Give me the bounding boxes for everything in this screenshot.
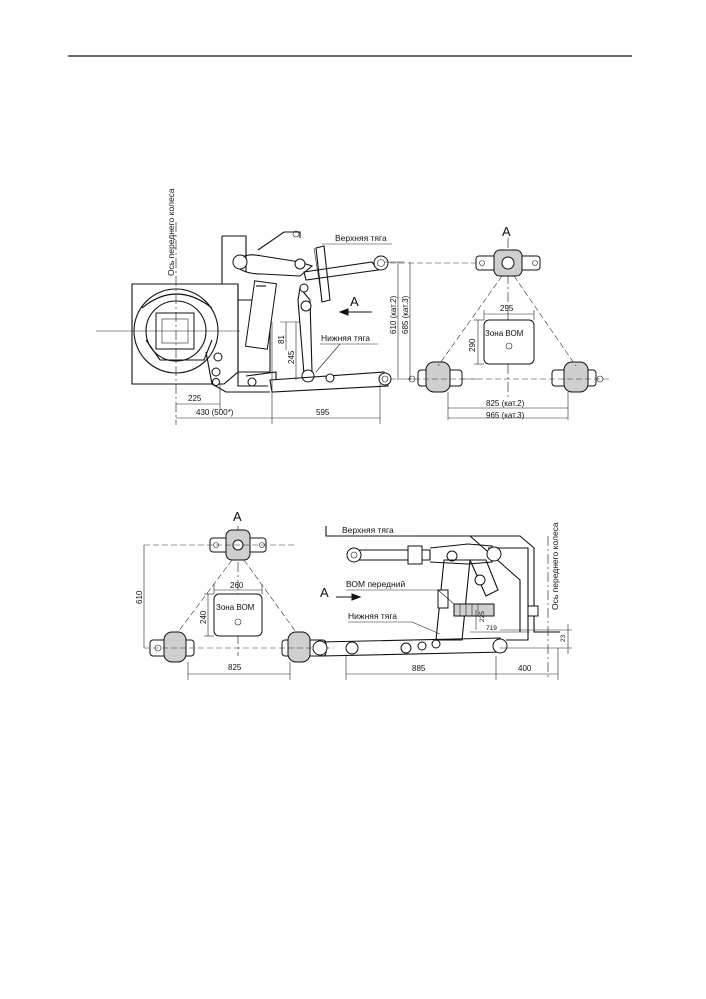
bottom-arrow-label: А: [320, 585, 329, 600]
top-dim-290: 290: [468, 338, 477, 352]
bottom-front-pto-label: ВОМ передний: [346, 579, 405, 589]
bottom-pto-zone: Зона ВОМ: [216, 603, 255, 612]
top-dim-295: 295: [500, 304, 514, 313]
top-pto-zone: Зона ВОМ: [485, 329, 524, 338]
bottom-view-a: [143, 526, 334, 680]
top-dim-245: 245: [287, 350, 296, 364]
bottom-dim-885: 885: [412, 664, 426, 673]
bottom-dim-400: 400: [518, 664, 532, 673]
bottom-wheel-axis-label: Ось переднего колеса: [550, 522, 560, 610]
bottom-dim-23: 23: [560, 634, 567, 642]
top-dim-825: 825 (кат.2): [486, 399, 525, 408]
bottom-dim-240: 240: [199, 610, 208, 624]
top-side-view: [96, 222, 480, 425]
top-view-a: [405, 238, 612, 420]
bottom-dim-225: 225: [479, 611, 486, 622]
top-dim-81: 81: [277, 335, 286, 344]
top-lower-link-label: Нижняя тяга: [321, 333, 370, 343]
top-dim-595: 595: [316, 408, 330, 417]
bottom-dim-610: 610: [135, 590, 144, 604]
bottom-dim-260: 260: [230, 581, 244, 590]
bottom-lower-link-label: Нижняя тяга: [348, 611, 397, 621]
top-dim-430: 430 (500*): [196, 408, 234, 417]
bottom-side-view: [312, 526, 572, 680]
top-view-a-label: А: [502, 224, 511, 239]
top-arrow-label: А: [350, 294, 359, 309]
top-dim-685: 685 (кат.3): [401, 295, 410, 334]
top-wheel-axis-label: Ось переднего колеса: [166, 188, 176, 276]
bottom-view-a-label: А: [233, 509, 242, 524]
top-dim-965: 965 (кат.3): [486, 411, 525, 420]
top-dim-610: 610 (кат.2): [389, 295, 398, 334]
bottom-dim-719: 719: [486, 625, 497, 632]
top-dim-225: 225: [188, 394, 202, 403]
top-upper-link-label: Верхняя тяга: [335, 233, 387, 243]
bottom-upper-link-label: Верхняя тяга: [342, 525, 394, 535]
bottom-dim-825: 825: [228, 663, 242, 672]
